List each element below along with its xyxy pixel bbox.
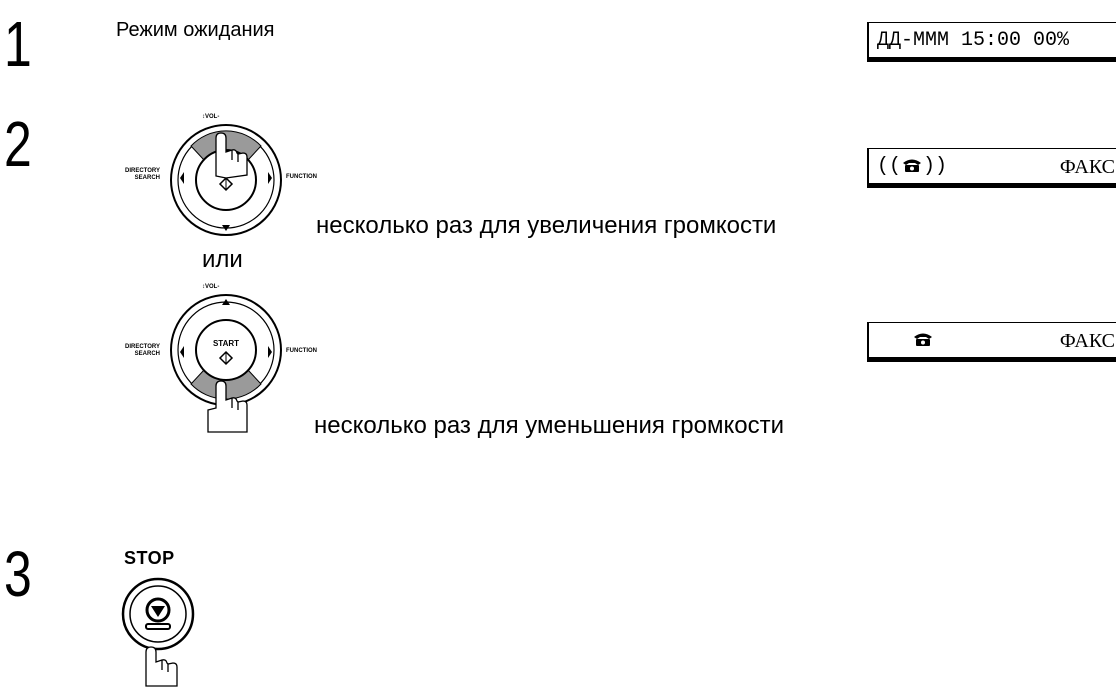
vol-label-down: ↕VOL- [202,284,220,290]
step-number-2: 2 [4,108,32,180]
vol-label-up: ↕VOL- [202,114,220,120]
or-text: или [202,246,243,273]
standby-mode-caption: Режим ожидания [116,19,275,41]
stop-icon [145,597,171,630]
function-label-up: FUNCTION [286,174,317,180]
stop-button[interactable] [118,574,198,689]
step-number-3: 3 [4,538,32,610]
lcd-volume-level-up: (()) [877,155,948,178]
volume-down-caption: несколько раз для уменьшения громкости [314,412,784,439]
nav-ring-up[interactable] [166,120,286,250]
function-label-down: FUNCTION [286,348,317,354]
lcd-standby-text: ДД-МММ 15:00 00% [877,29,1070,52]
step-number-1: 1 [4,8,32,80]
lcd-display-standby: ДД-МММ 15:00 00% [867,22,1116,62]
lcd-display-volume-down: ФАКС [867,322,1116,362]
lcd-fax-label-up: ФАКС [1059,156,1115,178]
pressing-hand-icon [145,646,178,687]
nav-ring-down[interactable]: START [166,290,286,445]
lcd-fax-label-down: ФАКС [1059,330,1115,352]
start-label: START [213,339,239,348]
lcd-display-volume-up: (()) ФАКС [867,148,1116,188]
phone-icon [903,159,922,172]
phone-icon [914,333,932,346]
pressing-hand-icon [207,380,248,433]
lcd-volume-level-down [913,330,933,352]
volume-up-caption: несколько раз для увеличения громкости [316,212,777,239]
stop-label: STOP [124,548,175,568]
pressing-hand-icon [215,132,248,179]
